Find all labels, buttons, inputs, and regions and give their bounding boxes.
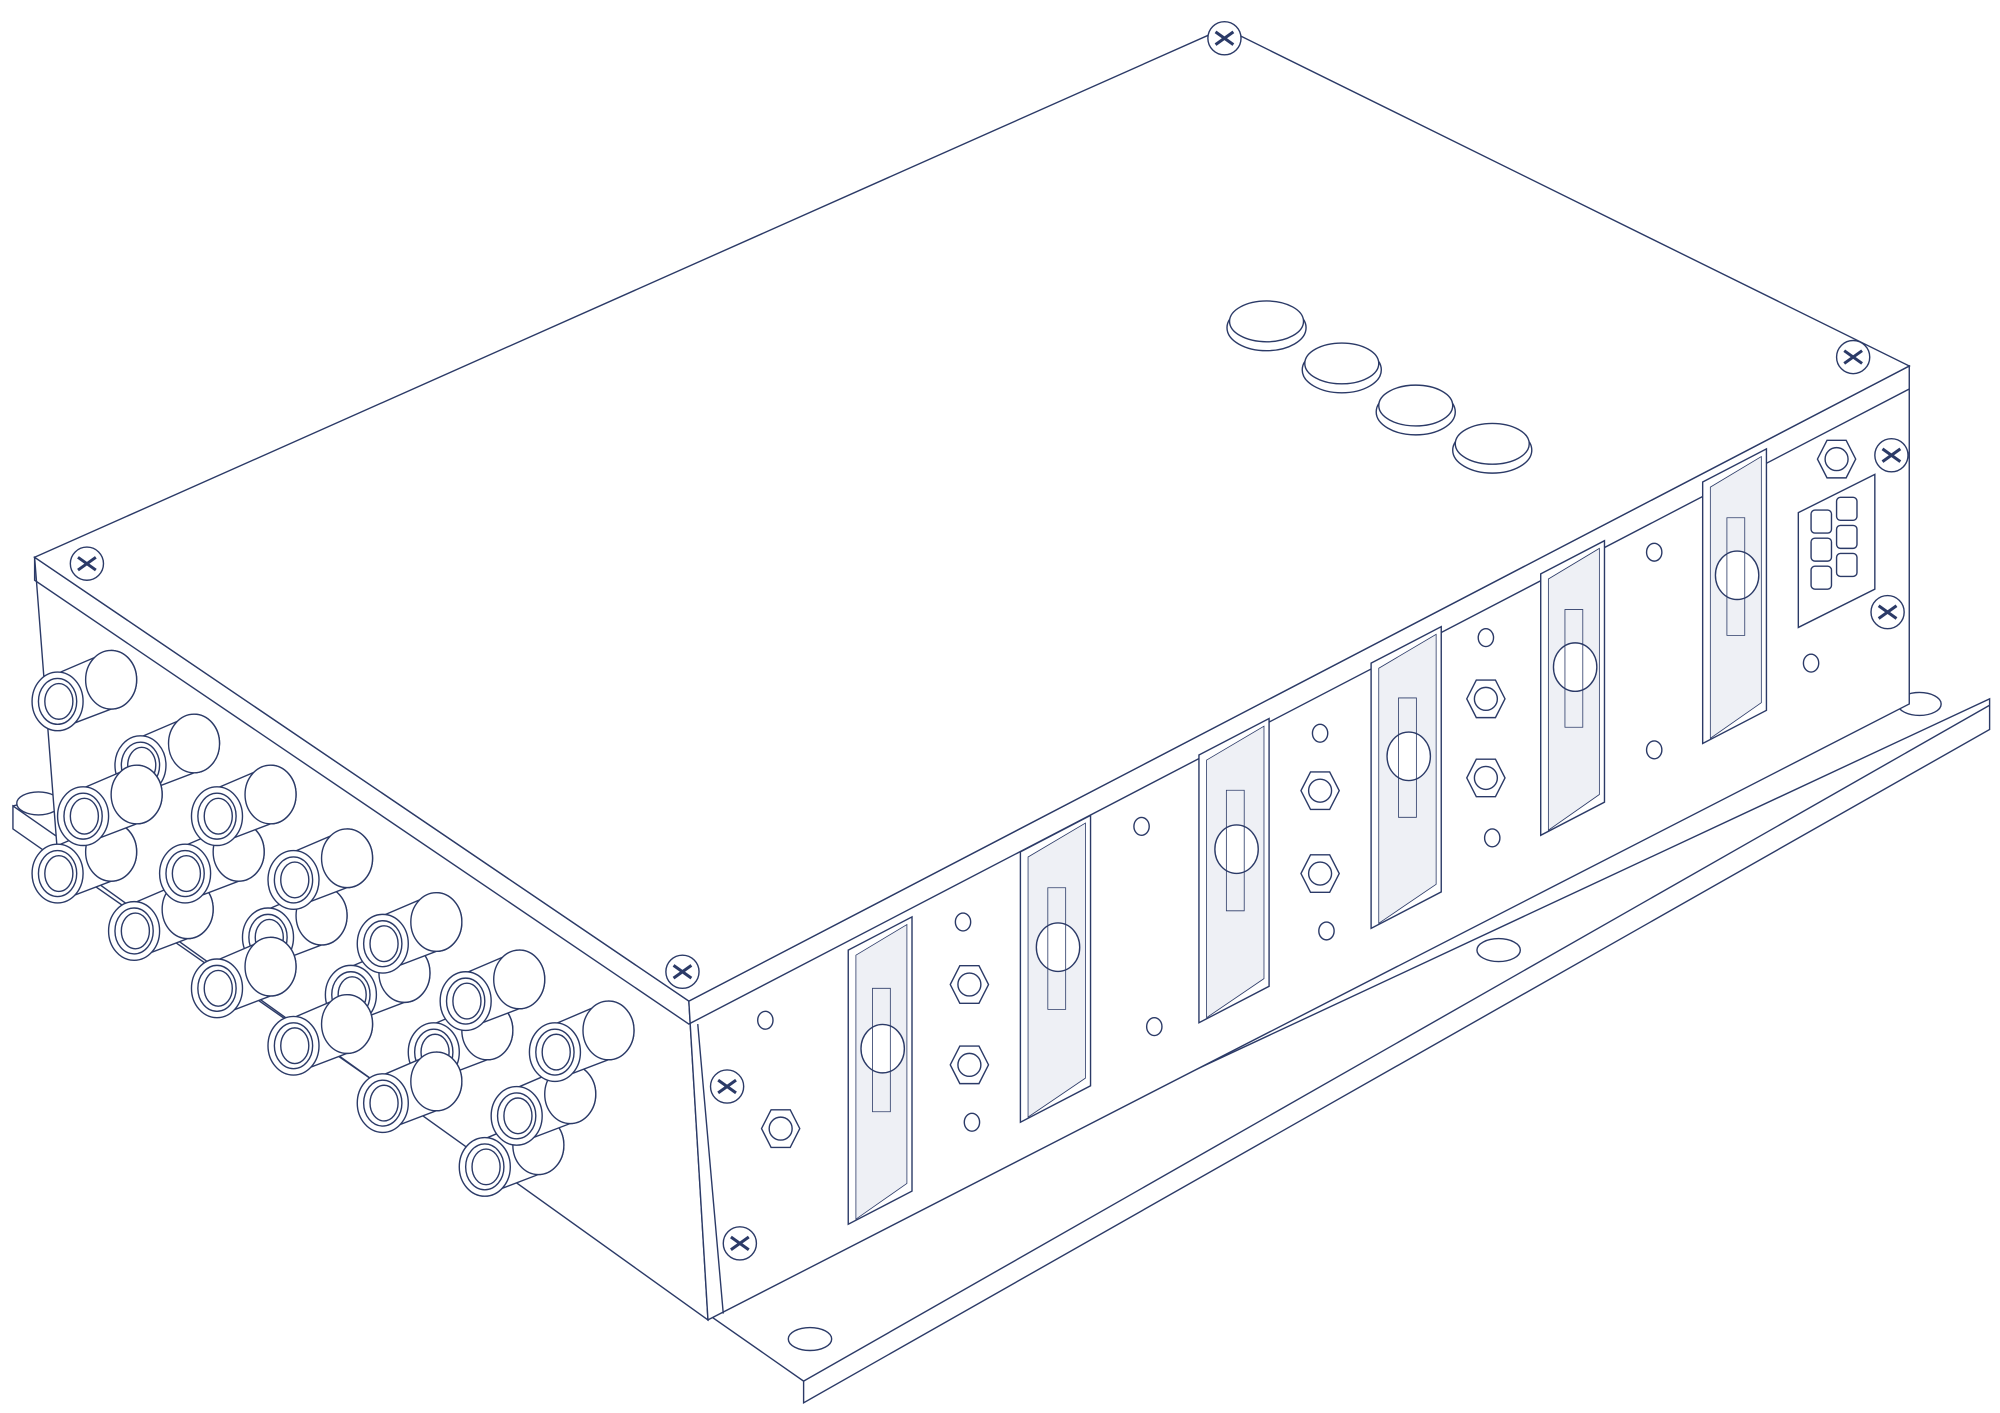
board-component bbox=[1387, 732, 1430, 780]
hex-nut-hole bbox=[1309, 779, 1332, 802]
fitting-bore bbox=[504, 1098, 532, 1134]
screw-slot-icon bbox=[718, 1080, 736, 1093]
fitting-bore bbox=[45, 856, 73, 892]
connector-pin bbox=[1811, 510, 1831, 533]
base-plate-edge bbox=[804, 705, 1990, 1381]
small-hole bbox=[1147, 1018, 1162, 1036]
fitting-bore bbox=[370, 1085, 398, 1121]
hex-nut-hole bbox=[958, 1053, 981, 1076]
fitting-back bbox=[169, 714, 220, 773]
fitting-back bbox=[86, 650, 137, 709]
board-connector bbox=[1727, 518, 1745, 636]
fitting-bore bbox=[453, 983, 481, 1019]
fitting-back bbox=[322, 829, 373, 888]
fitting-bore bbox=[370, 926, 398, 962]
screw-slot-icon bbox=[1882, 449, 1900, 462]
small-hole bbox=[964, 1113, 979, 1131]
fitting-back bbox=[411, 1052, 462, 1111]
board-component bbox=[861, 1024, 904, 1072]
fitting-bore bbox=[204, 798, 232, 834]
screw-slot-icon bbox=[1844, 351, 1862, 364]
hex-nut-hole bbox=[958, 973, 981, 996]
connector-pin bbox=[1837, 497, 1857, 520]
push-button bbox=[1305, 343, 1379, 384]
connector-pin bbox=[1837, 553, 1857, 576]
enclosure-details bbox=[70, 22, 1908, 1260]
fitting-back bbox=[583, 1001, 634, 1060]
board-connector bbox=[1226, 790, 1244, 911]
board-connector bbox=[1565, 610, 1583, 728]
mounting-hole bbox=[1477, 939, 1520, 962]
hex-nut-hole bbox=[769, 1117, 792, 1140]
board-connector bbox=[872, 988, 890, 1111]
small-hole bbox=[1647, 543, 1662, 561]
fitting-back bbox=[111, 765, 162, 824]
board-connector bbox=[1048, 888, 1066, 1010]
fitting-bore bbox=[70, 798, 98, 834]
connector-pin bbox=[1811, 566, 1831, 589]
lid-edge bbox=[35, 389, 1910, 1024]
fitting-bore bbox=[172, 856, 200, 892]
screw-slot-icon bbox=[674, 965, 692, 978]
small-hole bbox=[1134, 817, 1149, 835]
mounting-hole bbox=[788, 1328, 831, 1351]
fitting-bore bbox=[542, 1034, 570, 1070]
fitting-bore bbox=[472, 1149, 500, 1185]
connector-pin bbox=[1837, 525, 1857, 548]
fitting-back bbox=[411, 893, 462, 952]
connector-pin bbox=[1811, 538, 1831, 561]
fitting-bore bbox=[121, 913, 149, 949]
board-component bbox=[1715, 551, 1758, 599]
hex-nut-hole bbox=[1825, 448, 1848, 471]
small-hole bbox=[1485, 829, 1500, 847]
screw-slot-icon bbox=[1879, 606, 1897, 619]
fitting-back bbox=[245, 765, 296, 824]
small-hole bbox=[1647, 741, 1662, 759]
fitting-bore bbox=[281, 1028, 309, 1064]
side-fittings bbox=[32, 650, 634, 1196]
small-hole bbox=[758, 1011, 773, 1029]
board-connector bbox=[1399, 698, 1417, 817]
push-button bbox=[1455, 423, 1529, 464]
fitting-back bbox=[494, 950, 545, 1009]
push-button bbox=[1379, 385, 1453, 426]
screw-slot-icon bbox=[731, 1237, 749, 1250]
hex-nut-hole bbox=[1309, 862, 1332, 885]
screw-slot-icon bbox=[78, 557, 96, 570]
small-hole bbox=[1319, 922, 1334, 940]
fitting-bore bbox=[281, 862, 309, 898]
small-hole bbox=[1803, 654, 1818, 672]
board-component bbox=[1553, 643, 1596, 691]
small-hole bbox=[955, 913, 970, 931]
hex-nut-hole bbox=[1474, 766, 1497, 789]
screw-slot-icon bbox=[1216, 32, 1234, 45]
small-hole bbox=[1312, 724, 1327, 742]
hex-nut-hole bbox=[1474, 687, 1497, 710]
fitting-bore bbox=[204, 970, 232, 1006]
small-hole bbox=[1478, 629, 1493, 647]
fitting-bore bbox=[45, 684, 73, 720]
corner-edge bbox=[698, 1024, 724, 1313]
fitting-back bbox=[245, 937, 296, 996]
top-face bbox=[35, 28, 1910, 1001]
board-component bbox=[1215, 825, 1258, 873]
board-component bbox=[1036, 923, 1079, 971]
push-button bbox=[1230, 301, 1304, 342]
fitting-back bbox=[322, 995, 373, 1054]
